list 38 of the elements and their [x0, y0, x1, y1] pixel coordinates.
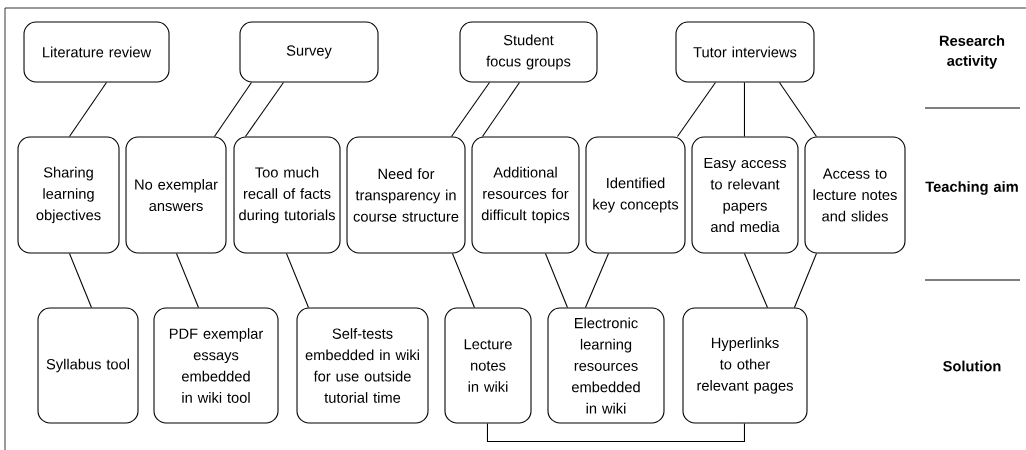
connector-line: [486, 423, 745, 443]
connector-line: [244, 82, 284, 137]
rounded-box: Self-tests embedded in wiki for use outside tutorial time: [296, 307, 429, 424]
connector-line: [544, 253, 568, 308]
connector-line: [743, 253, 768, 308]
connector-line: [793, 253, 817, 308]
rounded-box: Access to lecture notes and slides: [804, 136, 906, 254]
connector-line: [68, 82, 107, 137]
rounded-box: Electronic learning resources embedded in wiki: [547, 307, 665, 424]
rounded-box: Syllabus tool: [37, 307, 139, 424]
rounded-box: No exemplar answers: [125, 136, 227, 254]
rounded-box: Easy access to relevant papers and media: [691, 136, 799, 254]
row-label: Teaching aim: [925, 181, 1018, 195]
connector-line: [451, 253, 475, 308]
connector-line: [175, 253, 199, 308]
rounded-box: Lecture notes in wiki: [444, 307, 532, 424]
rounded-box: Hyperlinks to other relevant pages: [682, 307, 808, 424]
row-label: Solution: [943, 360, 1001, 372]
row-label: Research activity: [939, 35, 1005, 69]
connector-line: [285, 253, 309, 308]
rounded-box: PDF exemplar essays embedded in wiki tool: [153, 307, 279, 424]
rounded-box: Student focus groups: [459, 21, 598, 83]
rounded-box: Literature review: [23, 21, 170, 83]
connector-line: [213, 82, 252, 137]
rounded-box: Tutor interviews: [675, 21, 815, 83]
connector-line: [450, 82, 490, 137]
connector-line: [778, 82, 817, 137]
connector-line: [68, 253, 92, 308]
connector-line: [676, 82, 716, 137]
rounded-box: Additional resources for difficult topics: [471, 136, 580, 254]
connector-line: [584, 253, 609, 308]
connector-line: [743, 82, 745, 137]
rounded-box: Too much recall of facts during tutorials: [233, 136, 341, 254]
rounded-box: Identified key concepts: [585, 136, 686, 254]
connector-line: [481, 82, 520, 137]
rounded-box: Sharing learning objectives: [17, 136, 120, 254]
rounded-box: Need for transparency in course structure: [346, 136, 466, 254]
rounded-box: Survey: [239, 21, 379, 83]
